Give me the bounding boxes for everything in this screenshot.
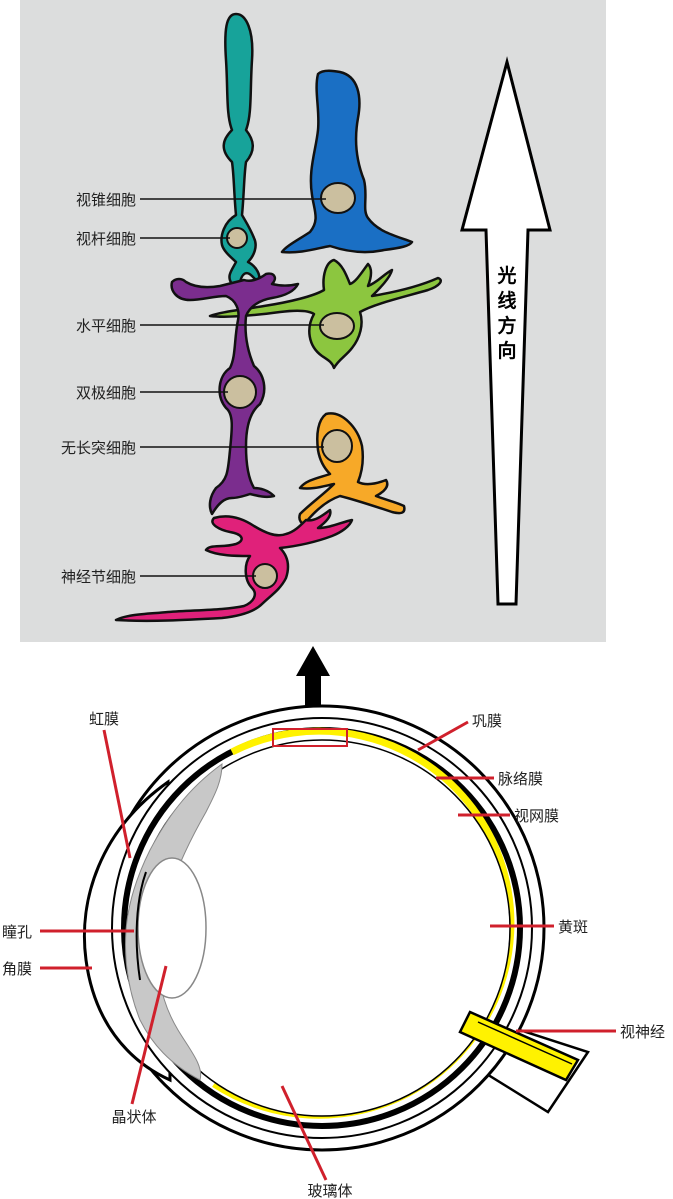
cone-cell xyxy=(280,69,414,254)
ganglion-cell xyxy=(114,508,354,623)
sclera-label: 巩膜 xyxy=(472,712,502,730)
choroid-label: 脉络膜 xyxy=(498,770,543,788)
vitreous-label: 玻璃体 xyxy=(307,1182,352,1199)
eye-leader-lines xyxy=(40,720,616,1181)
light-direction-char-4: 向 xyxy=(497,339,516,362)
optic-nerve-label: 视神经 xyxy=(620,1023,665,1041)
light-direction-char-2: 线 xyxy=(497,289,516,312)
eyeball xyxy=(82,704,590,1152)
light-direction-char-1: 光 xyxy=(496,264,516,287)
light-direction-arrow xyxy=(460,56,552,606)
light-direction-char-3: 方 xyxy=(497,314,516,337)
horizontal-nucleus xyxy=(319,312,355,340)
ganglion-label: 神经节细胞 xyxy=(61,568,136,586)
cone-label: 视锥细胞 xyxy=(76,191,136,209)
cell-nuclei xyxy=(223,182,356,589)
zoom-up-arrow xyxy=(296,646,330,712)
cornea-label: 角膜 xyxy=(2,960,32,978)
horizontal-label: 水平细胞 xyxy=(76,317,136,335)
lens xyxy=(137,857,207,999)
pupil-label: 瞳孔 xyxy=(2,923,32,941)
optic-nerve-fiber-line xyxy=(477,1021,573,1065)
cone-nucleus xyxy=(320,182,356,214)
lens-label: 晶状体 xyxy=(111,1108,156,1126)
retina-label: 视网膜 xyxy=(514,807,559,825)
retina-zoom-box xyxy=(272,728,348,747)
amacrine-nucleus xyxy=(321,429,353,463)
macula-label: 黄斑 xyxy=(558,918,588,936)
bipolar-nucleus xyxy=(223,375,257,409)
iris-label: 虹膜 xyxy=(89,710,119,728)
amacrine-label: 无长突细胞 xyxy=(61,439,136,457)
retina-leader-lines xyxy=(140,198,326,577)
horizontal-cell xyxy=(208,258,442,370)
cornea-inner-line xyxy=(135,871,147,981)
ganglion-nucleus xyxy=(252,563,278,589)
bipolar-label: 双极细胞 xyxy=(76,384,136,402)
optic-nerve xyxy=(458,1010,580,1082)
rod-cell xyxy=(220,12,261,286)
rod-label: 视杆细胞 xyxy=(76,230,136,248)
